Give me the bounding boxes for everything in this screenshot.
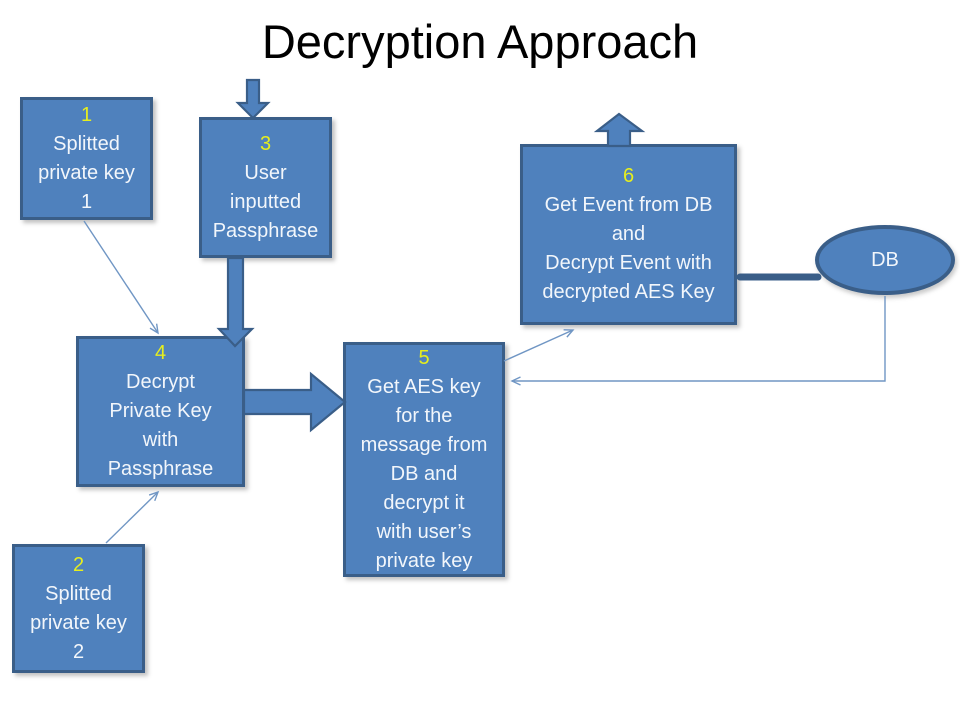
step-5-line: for the [395,404,453,427]
arrow-step6-output [593,112,646,148]
slide-title: Decryption Approach [261,15,699,68]
db-label: DB [871,248,899,271]
step-6-line: and [611,223,646,245]
connector-step1-to-step4 [83,220,159,335]
step-1-number: 1 [80,103,93,126]
step-1-line: Splitted [53,132,120,155]
step-4-box: 4 Decrypt Private Key with Passphrase [76,336,245,487]
arrow-step3-to-step4 [216,256,255,348]
step-4-number: 4 [154,342,167,364]
step-6-number: 6 [622,165,635,187]
step-2-number: 2 [72,553,85,576]
step-5-line: decrypt it [383,491,465,514]
connector-step2-to-step4 [105,490,160,544]
step-5-line: Get AES key [367,375,481,398]
arrow-input-to-step3 [235,78,271,120]
step-6-line: Decrypt Event with [545,252,712,274]
step-4-line: Decrypt [126,371,195,393]
step-2-box: 2 Splitted private key 2 [12,544,145,673]
step-5-line: DB and [390,462,458,485]
connector-step5-to-step6 [503,329,575,362]
step-4-line: with [142,429,179,451]
step-5-line: with user’s [376,520,472,543]
step-5-number: 5 [418,346,430,369]
step-3-line: Passphrase [212,219,319,242]
arrow-step4-to-step5 [242,371,347,433]
step-5-line: private key [375,549,473,572]
step-2-line: private key [30,611,127,634]
step-6-line: Get Event from DB [544,194,713,216]
step-2-line: 2 [72,640,85,663]
step-3-line: User [244,161,287,184]
step-3-line: inputted [229,190,302,213]
step-6-line: decrypted AES Key [542,281,715,303]
step-4-line: Passphrase [107,458,214,480]
db-ellipse: DB [815,225,955,295]
step-5-box: 5 Get AES key for the message from DB an… [343,342,505,577]
step-5-line: message from [360,433,488,456]
step-3-box: 3 User inputted Passphrase [199,117,332,258]
step-4-line: Private Key [109,400,212,422]
step-6-box: 6 Get Event from DB and Decrypt Event wi… [520,144,737,325]
step-1-box: 1 Splitted private key 1 [20,97,153,220]
step-1-line: private key [38,161,135,184]
step-3-number: 3 [259,132,272,155]
step-2-line: Splitted [45,582,112,605]
step-1-line: 1 [80,190,93,213]
